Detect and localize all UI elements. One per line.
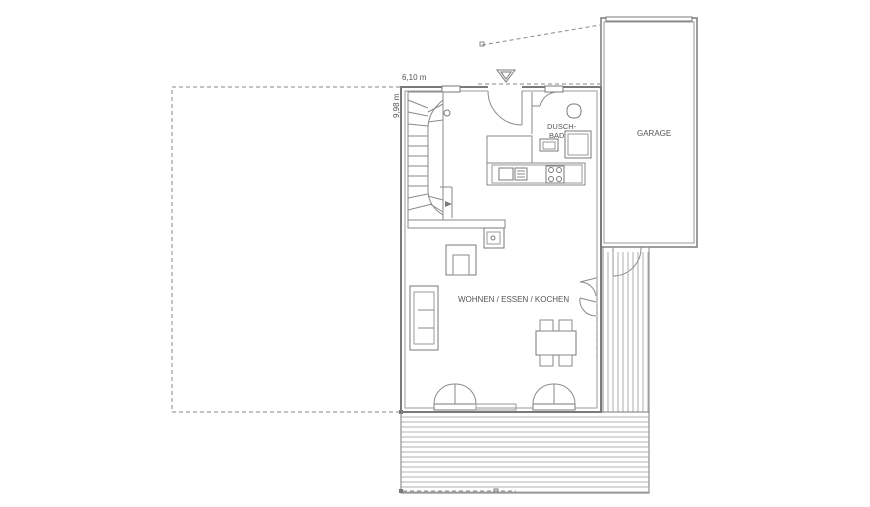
stair-wall [407, 219, 506, 229]
bath-door-swing [539, 91, 557, 107]
dining-table [535, 319, 577, 367]
terrace-corner-post-top [399, 410, 403, 414]
entrance-gap [488, 85, 522, 93]
terrace-door-right [532, 383, 576, 411]
sofa [409, 285, 439, 351]
fireplace [445, 244, 477, 276]
room-label-bad: BAD [549, 131, 565, 140]
dishwasher [514, 167, 528, 181]
terrace-deck [400, 411, 650, 494]
oven [498, 167, 514, 181]
window-top-left [441, 85, 461, 93]
washbasin [539, 138, 559, 152]
room-label-garage: GARAGE [637, 129, 671, 138]
dimension-depth: 9,98 m [392, 93, 401, 118]
room-label-wohnen: WOHNEN / ESSEN / KOCHEN [458, 295, 569, 304]
terrace-door-left [433, 383, 477, 411]
adjacent-plot-outline [171, 86, 400, 413]
staircase [407, 91, 453, 221]
window-bottom-middle [475, 403, 517, 411]
bathroom [531, 91, 592, 159]
side-door-swing [579, 277, 597, 317]
window-top-right [544, 85, 564, 93]
room-label-dusch: DUSCH- [547, 122, 577, 131]
kitchen-counter [486, 135, 586, 186]
kitchen-sink [483, 227, 505, 249]
north-arrow-icon [496, 69, 516, 83]
shower [564, 130, 592, 159]
dimension-width: 6,10 m [402, 73, 427, 82]
garage-side-door [612, 246, 642, 277]
driveway-post [479, 41, 485, 47]
driveway-line [481, 24, 601, 46]
entrance-door-swing [487, 90, 523, 126]
side-deck [602, 246, 650, 413]
stove [545, 165, 565, 184]
terrace-corner-post-bottom [399, 489, 403, 493]
toilet [566, 103, 582, 119]
